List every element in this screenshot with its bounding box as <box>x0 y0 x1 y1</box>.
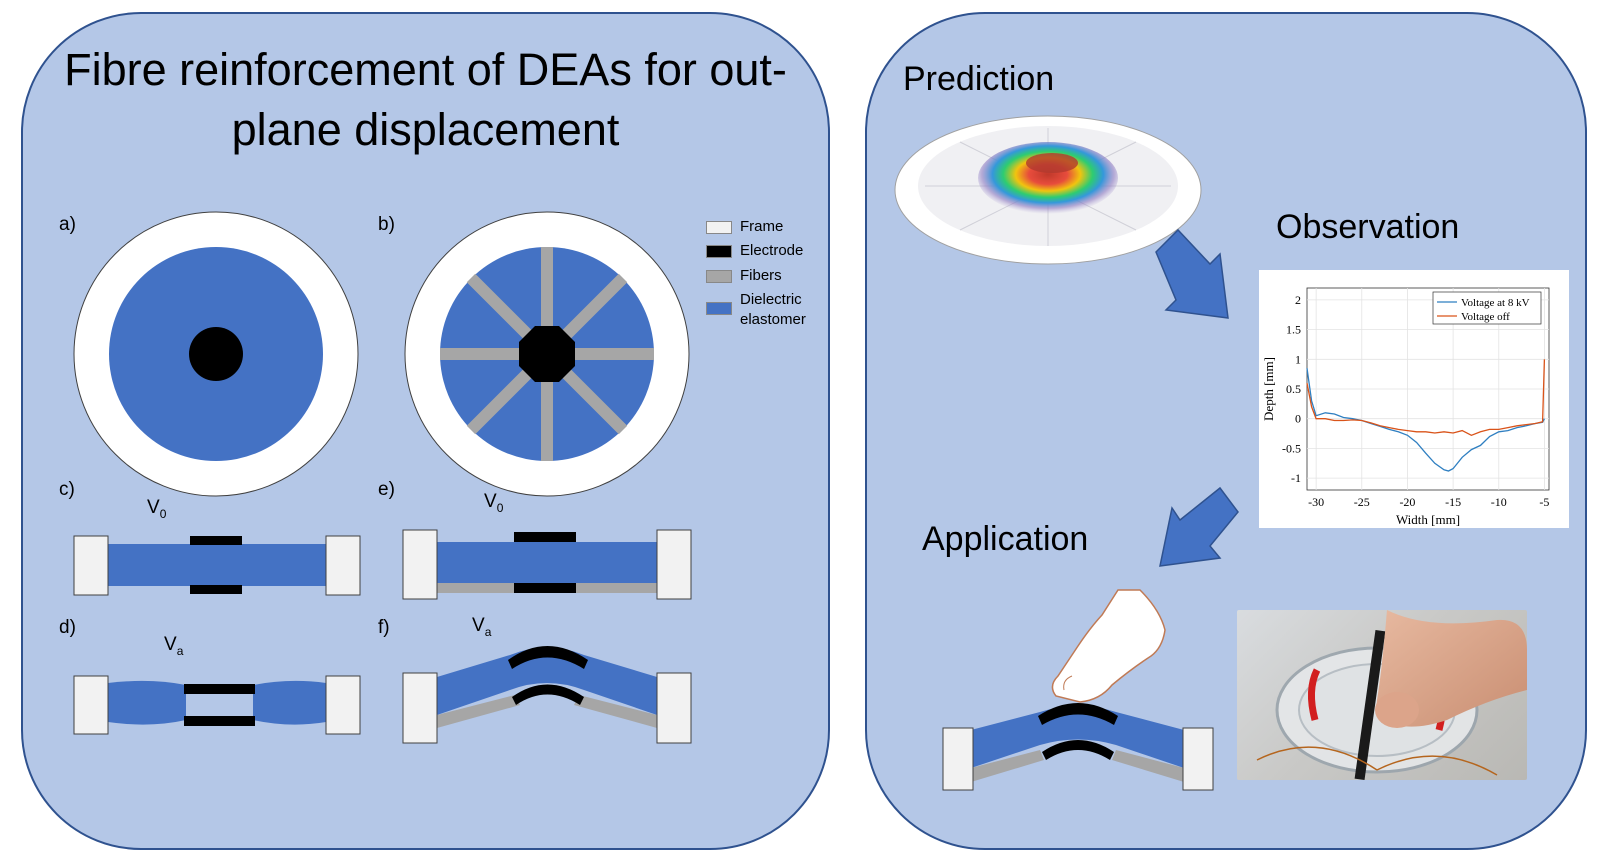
prediction-title: Prediction <box>903 60 1055 98</box>
legend-swatch-fibers <box>706 270 732 283</box>
legend-electrode-label: Electrode <box>740 242 804 259</box>
y-tick-label: 1 <box>1295 352 1301 366</box>
diagram-c <box>73 535 361 596</box>
label-e: e) <box>378 479 395 500</box>
legend-entry-0: Voltage at 8 kV <box>1461 297 1530 309</box>
voltage-label-c: V0 <box>147 497 167 521</box>
label-d: d) <box>59 617 76 638</box>
prediction-disk <box>894 115 1202 265</box>
x-tick-label: -10 <box>1491 495 1507 509</box>
y-tick-label: -0.5 <box>1282 441 1301 455</box>
y-axis-label: Depth [mm] <box>1261 357 1276 421</box>
legend-swatch-frame <box>706 221 732 234</box>
finger-illustration <box>1051 589 1166 703</box>
diagram-a <box>73 211 359 497</box>
y-tick-label: 2 <box>1295 293 1301 307</box>
application-diagram <box>942 703 1214 791</box>
arrow-to-observation <box>1155 228 1229 319</box>
label-c: c) <box>59 479 75 500</box>
legend-fibers-label: Fibers <box>740 267 782 284</box>
label-b: b) <box>378 214 395 235</box>
diagram-b <box>404 211 690 497</box>
x-tick-label: -15 <box>1445 495 1461 509</box>
legend-dielectric-label: Dielectric <box>740 291 802 308</box>
legend-frame-label: Frame <box>740 218 784 235</box>
y-tick-label: 0.5 <box>1286 382 1301 396</box>
y-tick-label: 1.5 <box>1286 323 1301 337</box>
legend-swatch-electrode <box>706 245 732 258</box>
x-tick-label: -20 <box>1399 495 1415 509</box>
legend-elastomer-label: elastomer <box>740 311 806 328</box>
series-line-1 <box>1306 359 1546 437</box>
label-a: a) <box>59 214 76 235</box>
legend-box <box>1432 291 1542 325</box>
application-photo <box>1237 610 1527 780</box>
diagram-d <box>73 675 361 735</box>
observation-title: Observation <box>1276 208 1460 246</box>
y-tick-label: 0 <box>1295 412 1301 426</box>
legend-entry-1: Voltage off <box>1461 311 1510 323</box>
voltage-label-e: V0 <box>484 491 504 515</box>
diagram-f <box>402 646 692 744</box>
x-tick-label: -30 <box>1308 495 1324 509</box>
photo-illustration <box>1256 610 1527 780</box>
series-line-0 <box>1306 368 1545 472</box>
legend-swatch-dielectric <box>706 302 732 315</box>
x-tick-label: -25 <box>1354 495 1370 509</box>
voltage-label-f: Va <box>472 615 492 639</box>
main-title: Fibre reinforcement of DEAs for out-plan… <box>64 44 787 155</box>
x-axis-label: Width [mm] <box>1396 512 1460 527</box>
application-title: Application <box>922 520 1089 558</box>
x-tick-label: -5 <box>1539 495 1549 509</box>
y-tick-label: -1 <box>1291 471 1301 485</box>
label-f: f) <box>378 617 390 638</box>
voltage-label-d: Va <box>164 634 184 658</box>
arrow-to-application <box>1159 486 1239 567</box>
diagram-e <box>402 529 692 600</box>
